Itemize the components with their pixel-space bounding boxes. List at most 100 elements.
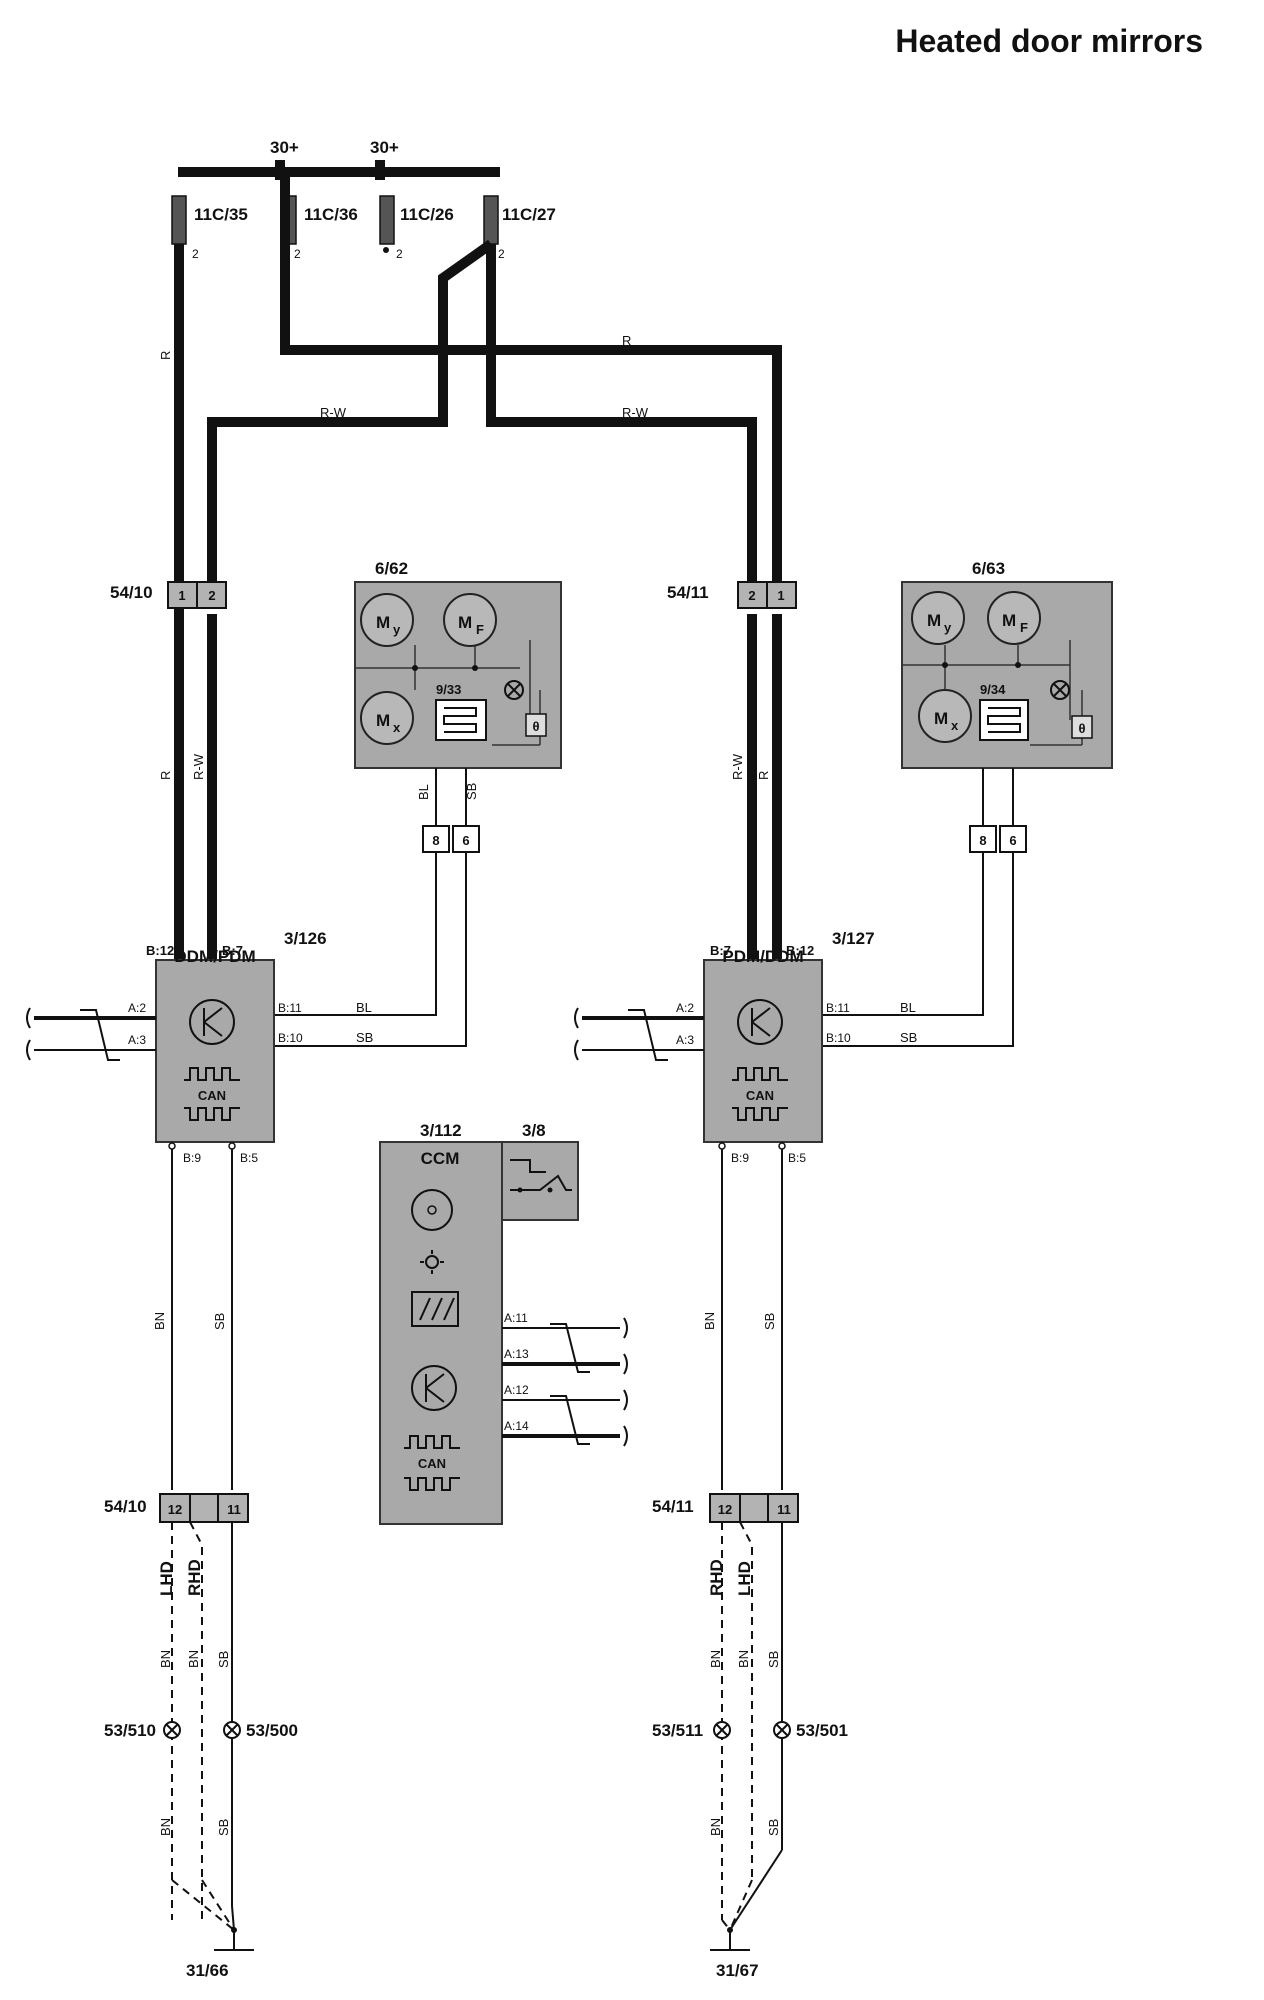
drive-label: LHD — [157, 1561, 176, 1596]
drive-label: RHD — [707, 1559, 726, 1596]
connector-54-11-top — [737, 581, 797, 609]
fuse-pin: 1 — [290, 165, 297, 179]
bus-wiring — [26, 1007, 156, 1061]
splice-label: 53/511 — [652, 1721, 703, 1740]
ccm-pin: A:13 — [504, 1347, 529, 1361]
fuse-label: 11C/36 — [304, 205, 358, 224]
fuse-pin: 1 — [188, 165, 195, 179]
splice-label: 53/500 — [246, 1721, 298, 1740]
drive-label: LHD — [735, 1561, 754, 1596]
sensor-symbol: θ — [532, 719, 539, 734]
connector-label: 54/10 — [110, 583, 153, 602]
wire-color: R — [622, 333, 631, 348]
module-id: 3/126 — [284, 929, 327, 948]
sensor-symbol: θ — [1078, 721, 1085, 736]
wire-color: SB — [762, 1313, 777, 1330]
wire-color: SB — [766, 1651, 781, 1668]
wire-color: BN — [736, 1650, 751, 1668]
splice-label: 53/510 — [104, 1721, 156, 1740]
wire-color: R — [158, 771, 173, 780]
wire-color: SB — [212, 1313, 227, 1330]
fuse-pin: 2 — [192, 247, 199, 261]
connector-54-10-bottom — [159, 1493, 249, 1523]
wire-color: BL — [356, 1000, 372, 1015]
ccm-pin: A:12 — [504, 1383, 529, 1397]
connector-label: 54/11 — [667, 583, 709, 602]
ground-wiring — [718, 1142, 786, 1490]
ccm-id: 3/112 — [420, 1121, 462, 1140]
module-pin: B:10 — [826, 1031, 851, 1045]
wire-color: R — [158, 351, 173, 360]
motor-label: M — [1002, 611, 1016, 630]
ccm-pin: A:11 — [504, 1311, 528, 1325]
transistor-icon — [411, 1365, 457, 1411]
wire-color: R-W — [191, 753, 206, 780]
wire-color: SB — [464, 783, 479, 800]
lamp-icon — [504, 680, 524, 700]
can-label: CAN — [418, 1456, 446, 1471]
fuse-label: 11C/35 — [194, 205, 248, 224]
can-wave-icon — [732, 1067, 788, 1121]
heater-element-icon — [979, 699, 1029, 741]
sun-sensor-icon — [420, 1250, 444, 1274]
connector-pin: 12 — [168, 1502, 182, 1517]
splice-label: 53/501 — [796, 1721, 848, 1740]
module-pin: B:9 — [183, 1151, 201, 1165]
wire-color: BN — [152, 1312, 167, 1330]
module-pin: B:10 — [278, 1031, 303, 1045]
fuse-pin: 2 — [294, 247, 301, 261]
module-name: PDM/DDM — [722, 947, 803, 966]
module-pin: B:5 — [788, 1151, 806, 1165]
wire-color: BN — [702, 1312, 717, 1330]
module-pin: B:12 — [146, 943, 174, 958]
module-pin: B:9 — [731, 1151, 749, 1165]
module-pin: A:3 — [676, 1033, 694, 1047]
connector-pin: 1 — [178, 588, 185, 603]
fuse-label: 11C/27 — [502, 205, 556, 224]
motor-sub: y — [944, 620, 952, 635]
motor-label: M — [376, 613, 390, 632]
motor-label: M — [934, 709, 948, 728]
fuse-pin: 2 — [396, 247, 403, 261]
connector-pin: 11 — [777, 1502, 791, 1517]
motor-label: M — [376, 711, 390, 730]
connector-pin: 1 — [777, 588, 784, 603]
connector-pin: 11 — [227, 1502, 241, 1517]
module-pin: B:12 — [786, 943, 814, 958]
splice-icon — [163, 1721, 241, 1739]
module-id: 3/127 — [832, 929, 875, 948]
module-pin: B:11 — [826, 1001, 850, 1015]
fan-icon — [411, 1189, 453, 1231]
wire-color: R — [756, 771, 771, 780]
wire-color: R-W — [320, 405, 347, 420]
ccm-bus-wiring — [502, 1317, 628, 1447]
diagram-title: Heated door mirrors — [895, 23, 1203, 59]
wire-color: R-W — [730, 753, 745, 780]
supply-label: 30+ — [270, 138, 299, 157]
motor-label: M — [927, 611, 941, 630]
wire-color: SB — [766, 1819, 781, 1836]
connector-label: 54/11 — [652, 1497, 694, 1516]
module-pin: A:2 — [676, 1001, 694, 1015]
motor-sub: F — [1020, 620, 1028, 635]
wire-color: BN — [158, 1818, 173, 1836]
motor-label: M — [458, 613, 472, 632]
wire-color: BL — [900, 1000, 916, 1015]
fuse — [171, 195, 499, 245]
mirror-connector — [969, 825, 1027, 853]
bus-wiring — [574, 1007, 704, 1061]
mirror-label: 6/63 — [972, 559, 1005, 578]
module-pin: B:11 — [278, 1001, 302, 1015]
signal-wiring — [275, 768, 1014, 1047]
mirror-label: 6/62 — [375, 559, 408, 578]
can-label: CAN — [198, 1088, 226, 1103]
can-wave-icon — [184, 1067, 240, 1121]
ccm-pin: A:14 — [504, 1419, 529, 1433]
fuse-pin: 1 — [392, 165, 399, 179]
motor-y — [911, 591, 965, 645]
lamp-icon — [1050, 680, 1070, 700]
motor-sub: y — [393, 622, 401, 637]
connector-pin: 6 — [462, 833, 469, 848]
motor-sub: F — [476, 622, 484, 637]
